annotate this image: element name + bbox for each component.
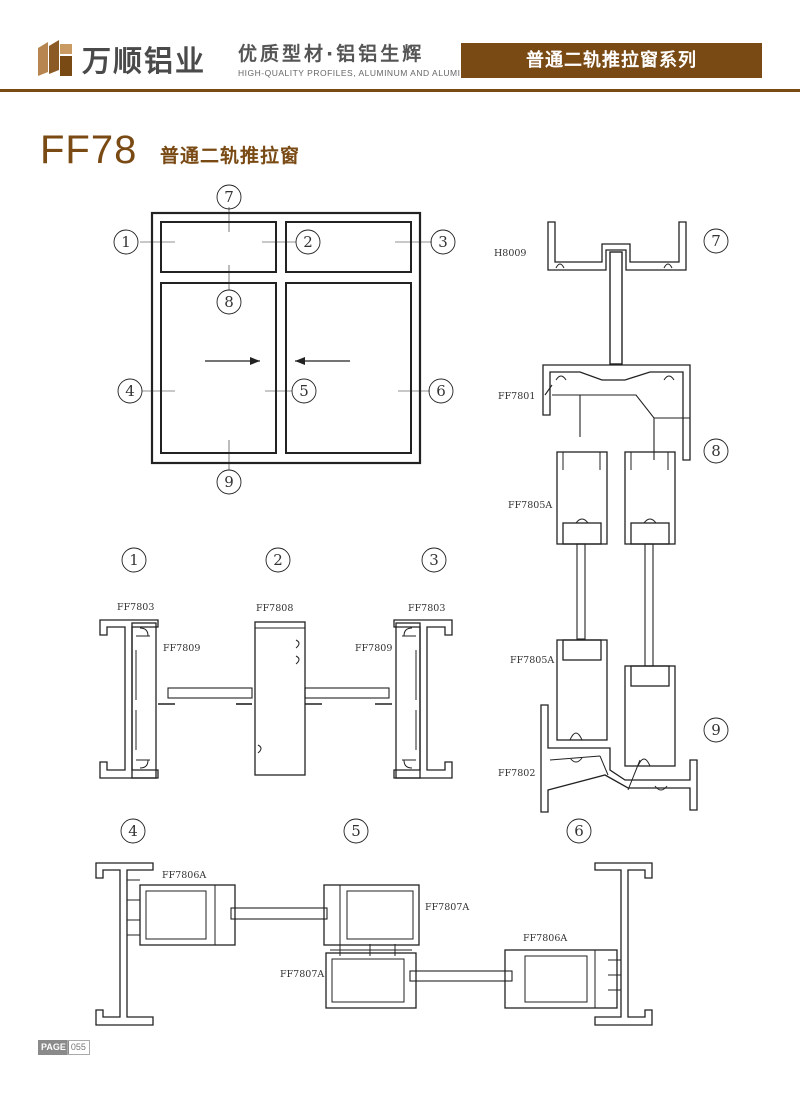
- callout-circle: [216, 469, 242, 495]
- callout-8: 8: [224, 293, 234, 311]
- callout-circle: [421, 547, 447, 573]
- callout-circle: [428, 378, 454, 404]
- profile-label: FF7808: [256, 603, 293, 614]
- callout-circle: [216, 289, 242, 315]
- callout-circle: [117, 378, 143, 404]
- callout-2: 2: [273, 551, 283, 569]
- callout-6: 6: [436, 382, 446, 400]
- company-logo-icon: [38, 40, 72, 76]
- callout-circle: [291, 378, 317, 404]
- callout-circle: [343, 818, 369, 844]
- profile-label: FF7809: [355, 643, 392, 654]
- callout-1: 1: [129, 551, 139, 569]
- page-header: 万顺铝业 优质型材·铝铝生辉 HIGH-QUALITY PROFILES, AL…: [0, 0, 800, 95]
- callout-6: 6: [574, 822, 584, 840]
- callout-circle: [120, 818, 146, 844]
- callout-circle: [265, 547, 291, 573]
- section-456: [95, 862, 653, 1026]
- callout-circle: [295, 229, 321, 255]
- profile-label: FF7801: [498, 391, 535, 402]
- callout-circle: [430, 229, 456, 255]
- brand-name: 万顺铝业: [82, 44, 207, 78]
- callout-circle: [121, 547, 147, 573]
- profile-label: FF7807A: [280, 969, 324, 980]
- header-rule: [0, 89, 800, 92]
- callout-3: 3: [438, 233, 448, 251]
- callout-circle: [703, 438, 729, 464]
- tagline: 优质型材·铝铝生辉: [238, 43, 425, 65]
- callout-4: 4: [128, 822, 138, 840]
- profile-label: FF7806A: [162, 870, 206, 881]
- callout-4: 4: [125, 382, 135, 400]
- page-label: PAGE: [38, 1040, 69, 1055]
- callout-7: 7: [711, 232, 721, 250]
- profile-label: FF7809: [163, 643, 200, 654]
- tagline-english: HIGH-QUALITY PROFILES, ALUMINUM AND ALUM…: [238, 68, 482, 78]
- profile-label: H8009: [494, 248, 526, 259]
- callout-5: 5: [299, 382, 309, 400]
- profile-label: FF7807A: [425, 902, 469, 913]
- callout-9: 9: [224, 473, 234, 491]
- callout-8: 8: [711, 442, 721, 460]
- callout-2: 2: [303, 233, 313, 251]
- profile-label: FF7805A: [508, 500, 552, 511]
- page-number: 055: [66, 1040, 90, 1055]
- callout-circle: [703, 717, 729, 743]
- model-name: 普通二轨推拉窗: [160, 145, 301, 167]
- callout-5: 5: [351, 822, 361, 840]
- window-elevation: [140, 207, 432, 470]
- callout-7: 7: [224, 188, 234, 206]
- callout-circle: [113, 229, 139, 255]
- callout-1: 1: [121, 233, 131, 251]
- vertical-section: [540, 221, 698, 813]
- callout-circle: [703, 228, 729, 254]
- profile-label: FF7803: [117, 602, 154, 613]
- profile-label: FF7806A: [523, 933, 567, 944]
- callout-circle: [216, 184, 242, 210]
- series-title: 普通二轨推拉窗系列: [461, 43, 762, 78]
- profile-label: FF7805A: [510, 655, 554, 666]
- profile-label: FF7803: [408, 603, 445, 614]
- section-123: [99, 619, 453, 779]
- callout-circle: [566, 818, 592, 844]
- callout-9: 9: [711, 721, 721, 739]
- profile-label: FF7802: [498, 768, 535, 779]
- callout-3: 3: [429, 551, 439, 569]
- model-code: FF78: [40, 128, 138, 172]
